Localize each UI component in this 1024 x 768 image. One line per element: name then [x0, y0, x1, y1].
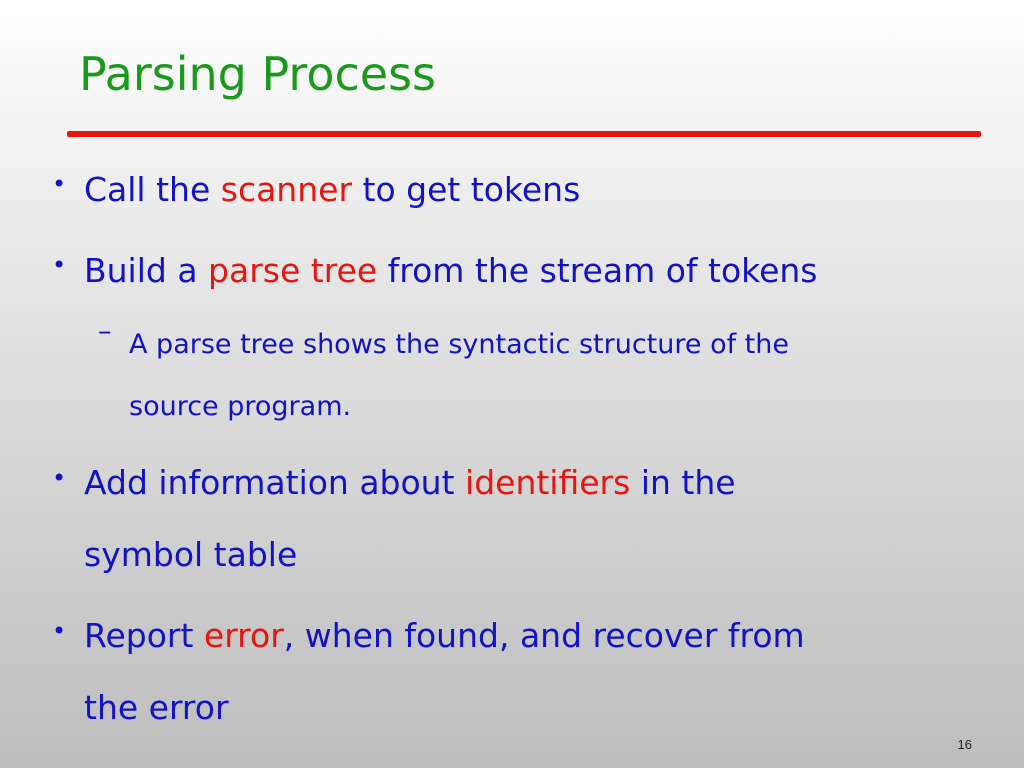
bullet-1-highlight: scanner	[220, 170, 353, 209]
bullet-1: Call the scanner to get tokens	[84, 154, 580, 226]
bullet-marker-1: •	[52, 170, 67, 198]
bullet-3-highlight: identifiers	[465, 463, 631, 502]
bullet-marker-4: •	[52, 617, 67, 645]
bullet-2: Build a parse tree from the stream of to…	[84, 235, 817, 307]
bullet-1-text-after: to get tokens	[352, 170, 581, 209]
bullet-3-text-before: Add information about	[84, 463, 466, 502]
bullet-4-text-after: , when found, and recover from	[283, 616, 805, 655]
bullet-2-highlight: parse tree	[208, 251, 378, 290]
bullet-3: Add information about identifiers in the	[84, 447, 736, 519]
bullet-4: Report error, when found, and recover fr…	[84, 600, 805, 672]
bullet-2-text-after: from the stream of tokens	[377, 251, 818, 290]
bullet-4-line-2: the error	[84, 688, 229, 727]
bullet-1-text-before: Call the	[84, 170, 221, 209]
title-underline	[67, 131, 981, 137]
page-number: 16	[957, 737, 972, 752]
sub-bullet-line-2: source program.	[129, 391, 352, 422]
bullet-4-text-before: Report	[84, 616, 204, 655]
slide-title: Parsing Process	[79, 47, 436, 101]
bullet-2-text-before: Build a	[84, 251, 209, 290]
bullet-4-highlight: error	[203, 616, 284, 655]
bullet-3-text-after: in the	[630, 463, 736, 502]
bullet-3-line-2: symbol table	[84, 535, 298, 574]
sub-bullet-marker: –	[98, 316, 112, 347]
bullet-marker-2: •	[52, 251, 67, 279]
sub-bullet-line-1: A parse tree shows the syntactic structu…	[129, 329, 789, 360]
bullet-marker-3: •	[52, 464, 67, 492]
